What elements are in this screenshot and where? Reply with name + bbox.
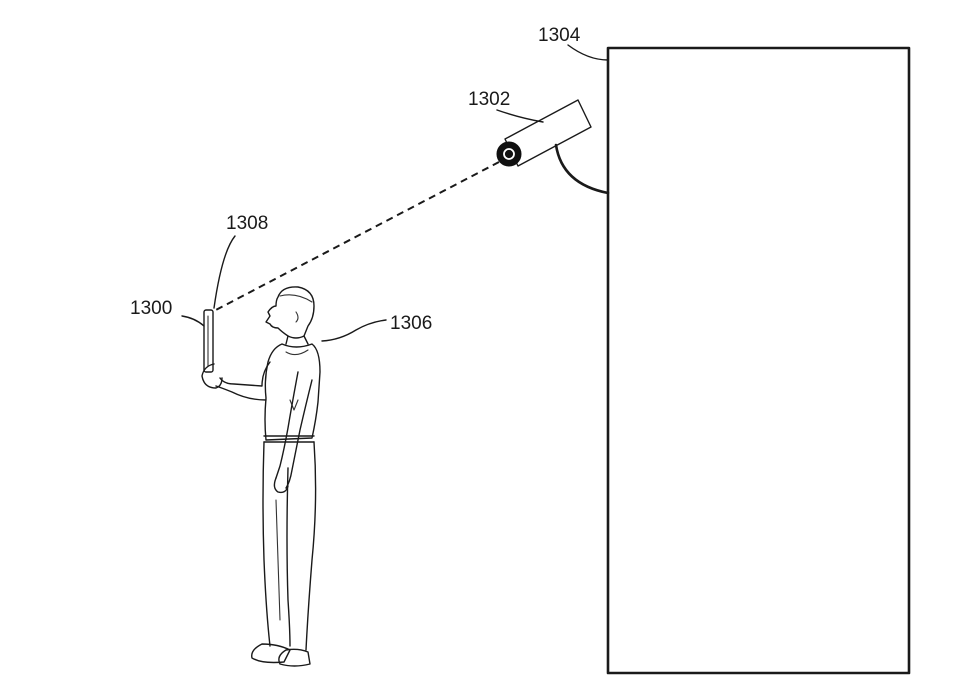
label-1302: 1302 <box>468 89 510 110</box>
leader-1300 <box>181 315 205 327</box>
person-figure <box>201 286 321 667</box>
leader-1308 <box>213 235 236 309</box>
camera-lens-outer <box>496 141 522 167</box>
device-body <box>203 309 214 373</box>
leader-1302 <box>496 109 544 123</box>
camera-lens-inner <box>503 148 515 160</box>
wall-panel <box>606 46 911 675</box>
leader-1304 <box>567 44 609 61</box>
handheld-device <box>203 309 214 373</box>
line-of-sight <box>211 161 500 313</box>
label-1308: 1308 <box>226 213 268 234</box>
mount-bracket <box>554 143 610 195</box>
label-1306: 1306 <box>390 313 432 334</box>
camera-arm <box>504 99 592 167</box>
label-1304: 1304 <box>538 25 581 46</box>
leader-1306 <box>321 319 387 342</box>
camera-assembly <box>496 99 610 195</box>
label-1300: 1300 <box>130 298 172 319</box>
